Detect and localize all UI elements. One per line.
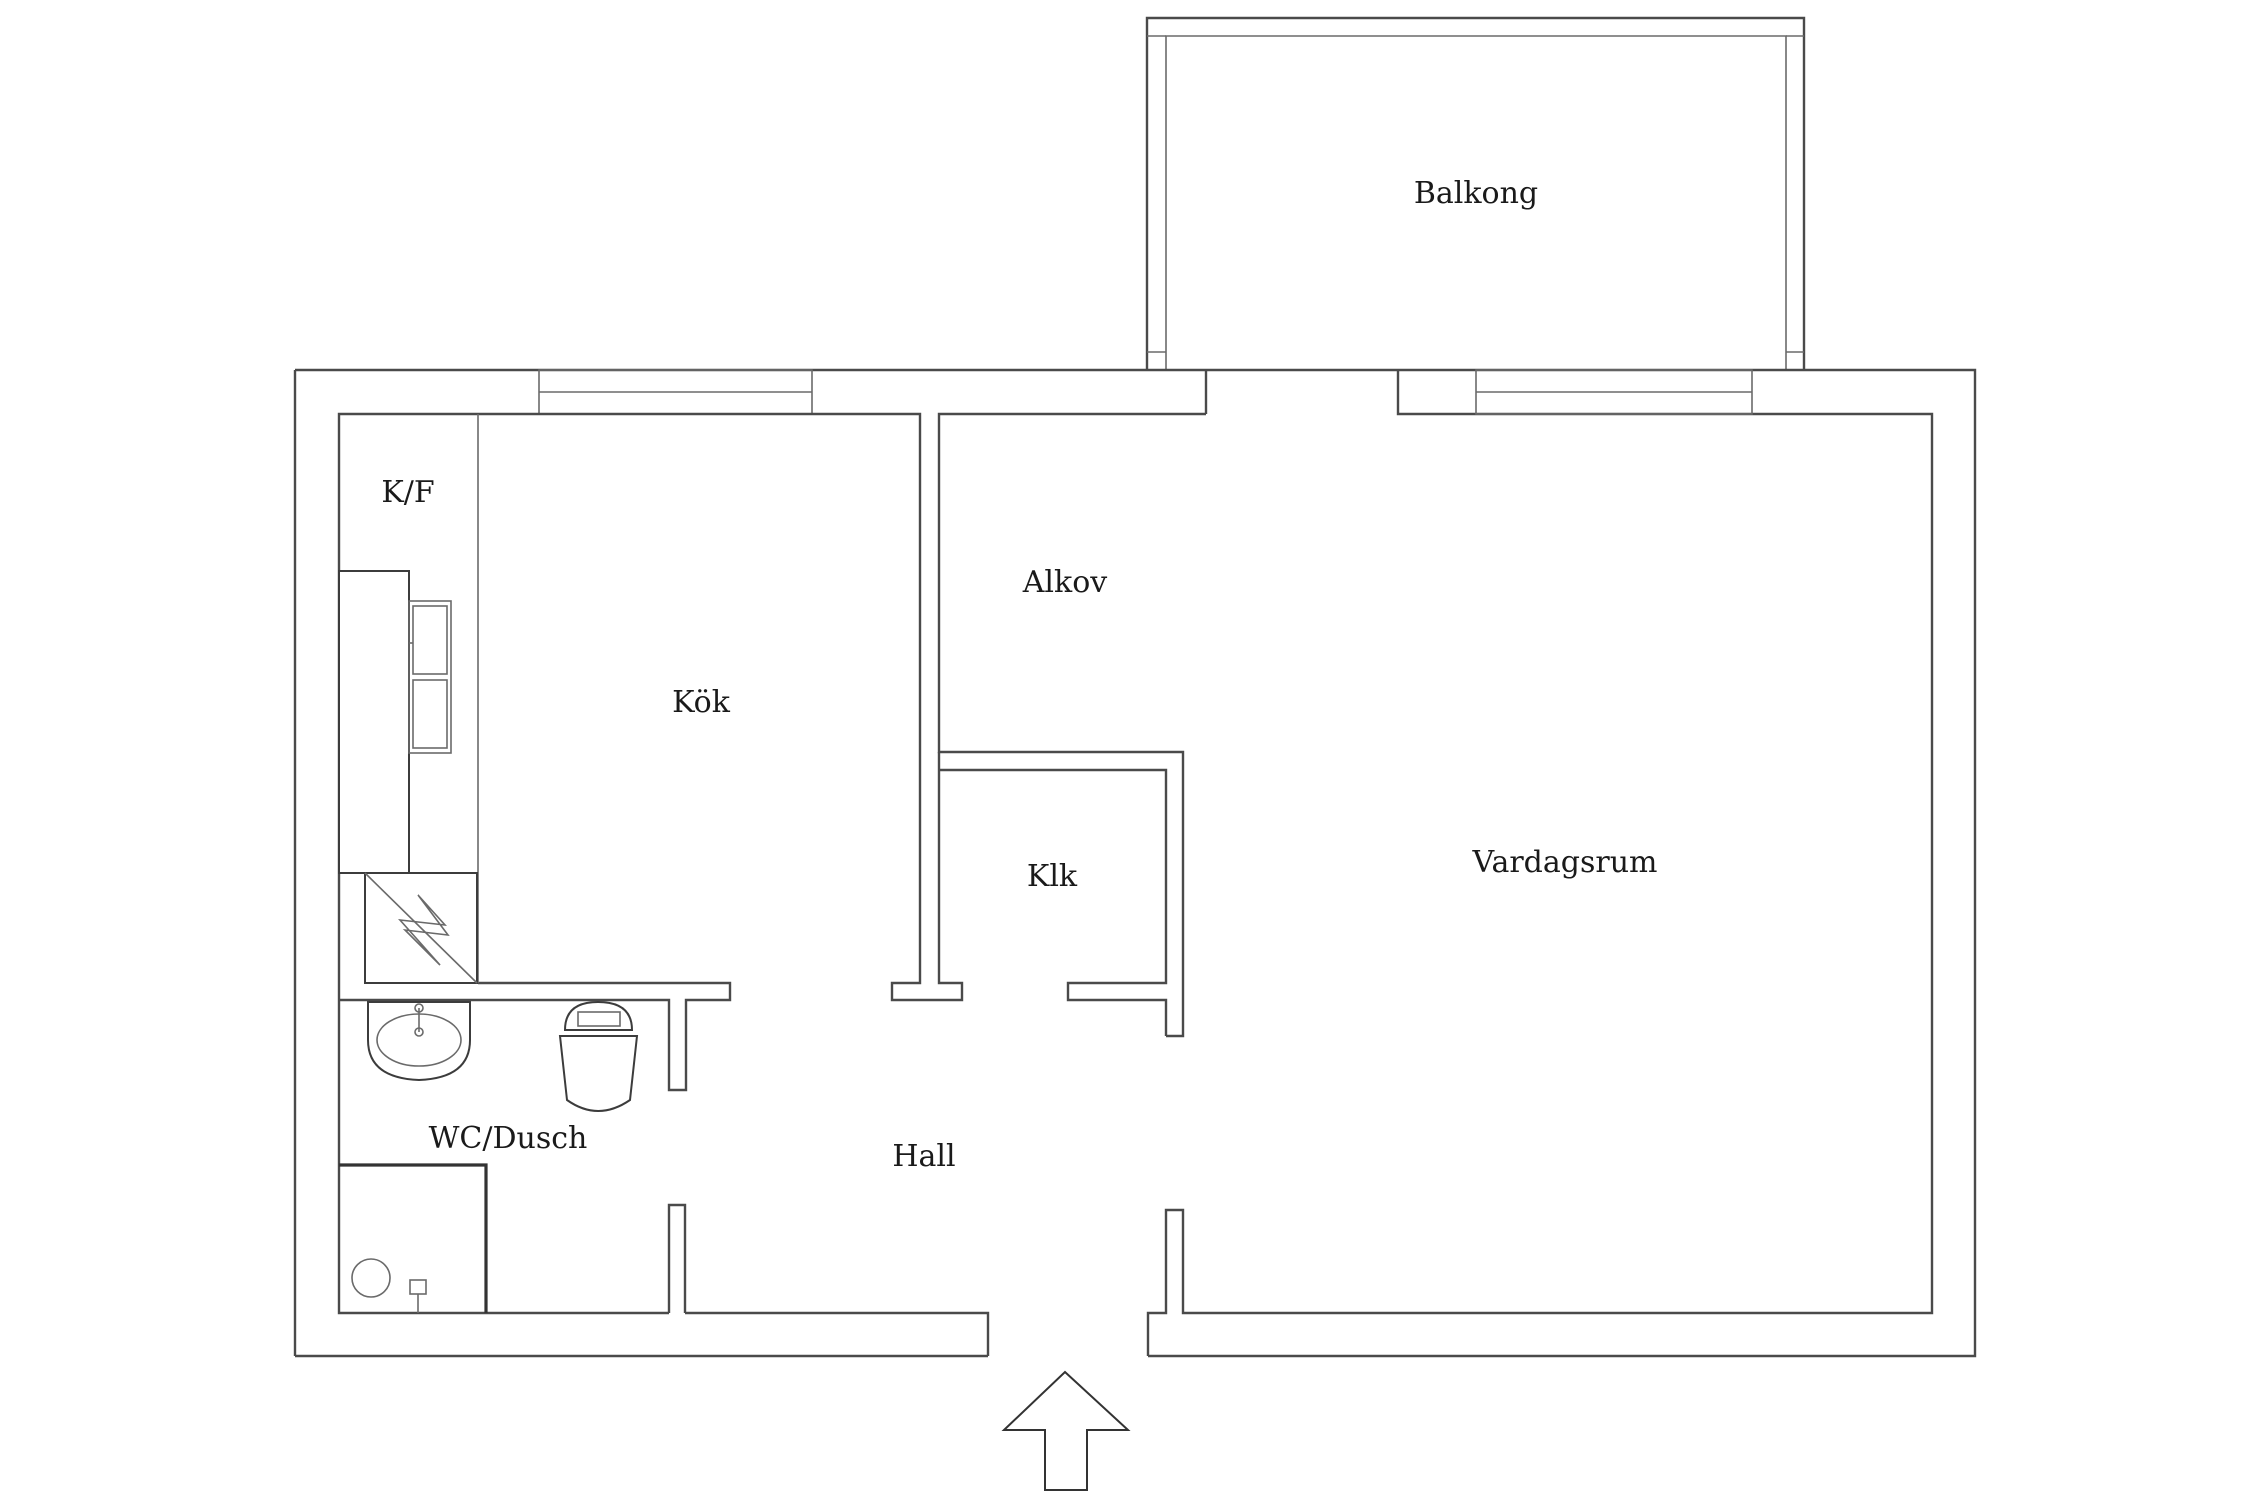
stove-icon bbox=[364, 872, 478, 984]
room-label-klk: Klk bbox=[1027, 859, 1078, 894]
room-label-vardagsrum: Vardagsrum bbox=[1472, 845, 1658, 880]
balcony bbox=[1145, 16, 1806, 370]
washbasin-icon bbox=[367, 1001, 471, 1082]
room-label-kok: Kök bbox=[672, 685, 731, 720]
shower-icon bbox=[339, 1163, 488, 1313]
window-living-room bbox=[1475, 369, 1753, 415]
window-kitchen bbox=[538, 369, 813, 415]
room-label-hall: Hall bbox=[892, 1139, 955, 1174]
room-label-alkov: Alkov bbox=[1022, 565, 1108, 600]
toilet-icon bbox=[558, 1000, 639, 1112]
entrance-arrow-icon bbox=[1001, 1370, 1131, 1491]
kitchen-counter bbox=[338, 570, 452, 874]
room-label-balkong: Balkong bbox=[1414, 176, 1538, 211]
room-label-kf: K/F bbox=[381, 475, 434, 510]
outer-walls bbox=[293, 368, 1977, 1358]
room-label-wc-dusch: WC/Dusch bbox=[429, 1121, 588, 1156]
